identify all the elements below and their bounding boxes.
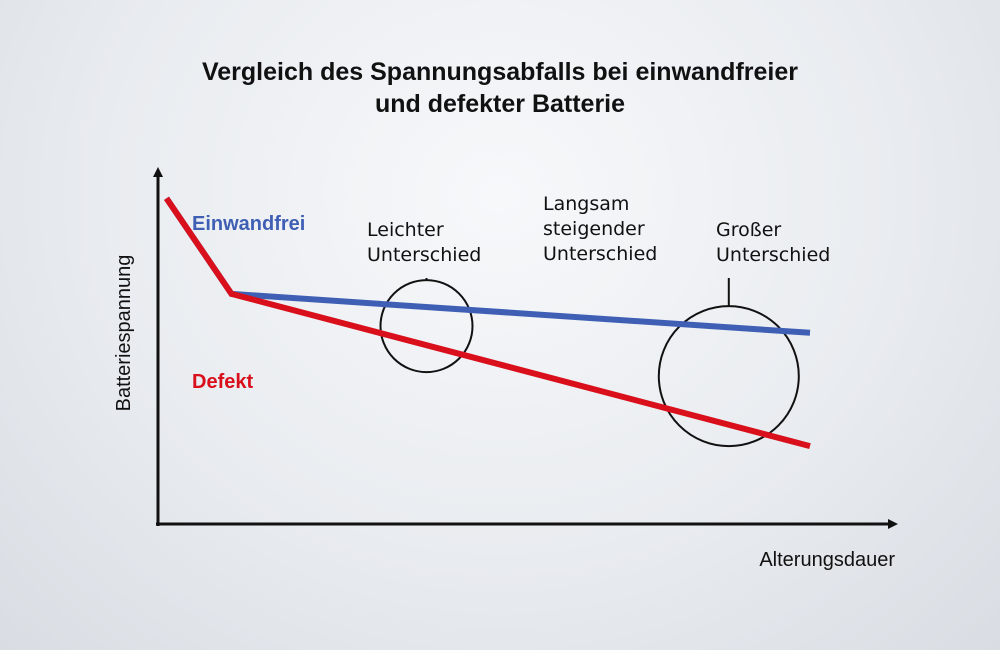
annotation-text-3-line-2: Unterschied bbox=[716, 244, 830, 266]
x-axis-label: Alterungsdauer bbox=[759, 549, 895, 571]
annotation-text-3-line-1: Großer bbox=[716, 219, 781, 241]
annotation-text-2-line-1: Langsam bbox=[543, 193, 629, 215]
chart-title-line-2: und defekter Batterie bbox=[375, 90, 625, 118]
annotation-text-1-line-2: Unterschied bbox=[367, 244, 481, 266]
series-line-defekt bbox=[164, 196, 811, 450]
series-label-defekt: Defekt bbox=[192, 371, 253, 393]
chart-title-line-1: Vergleich des Spannungsabfalls bei einwa… bbox=[202, 58, 798, 86]
annotation-text-2-line-3: Unterschied bbox=[543, 243, 657, 265]
annotation-text-1-line-1: Leichter bbox=[367, 219, 444, 241]
y-axis-label: Batteriespannung bbox=[113, 255, 135, 412]
series-lines bbox=[164, 196, 811, 450]
series-label-einwandfrei: Einwandfrei bbox=[192, 213, 305, 235]
annotation-text-2-line-2: steigender bbox=[543, 218, 645, 240]
annotation-circle-1 bbox=[379, 279, 474, 374]
